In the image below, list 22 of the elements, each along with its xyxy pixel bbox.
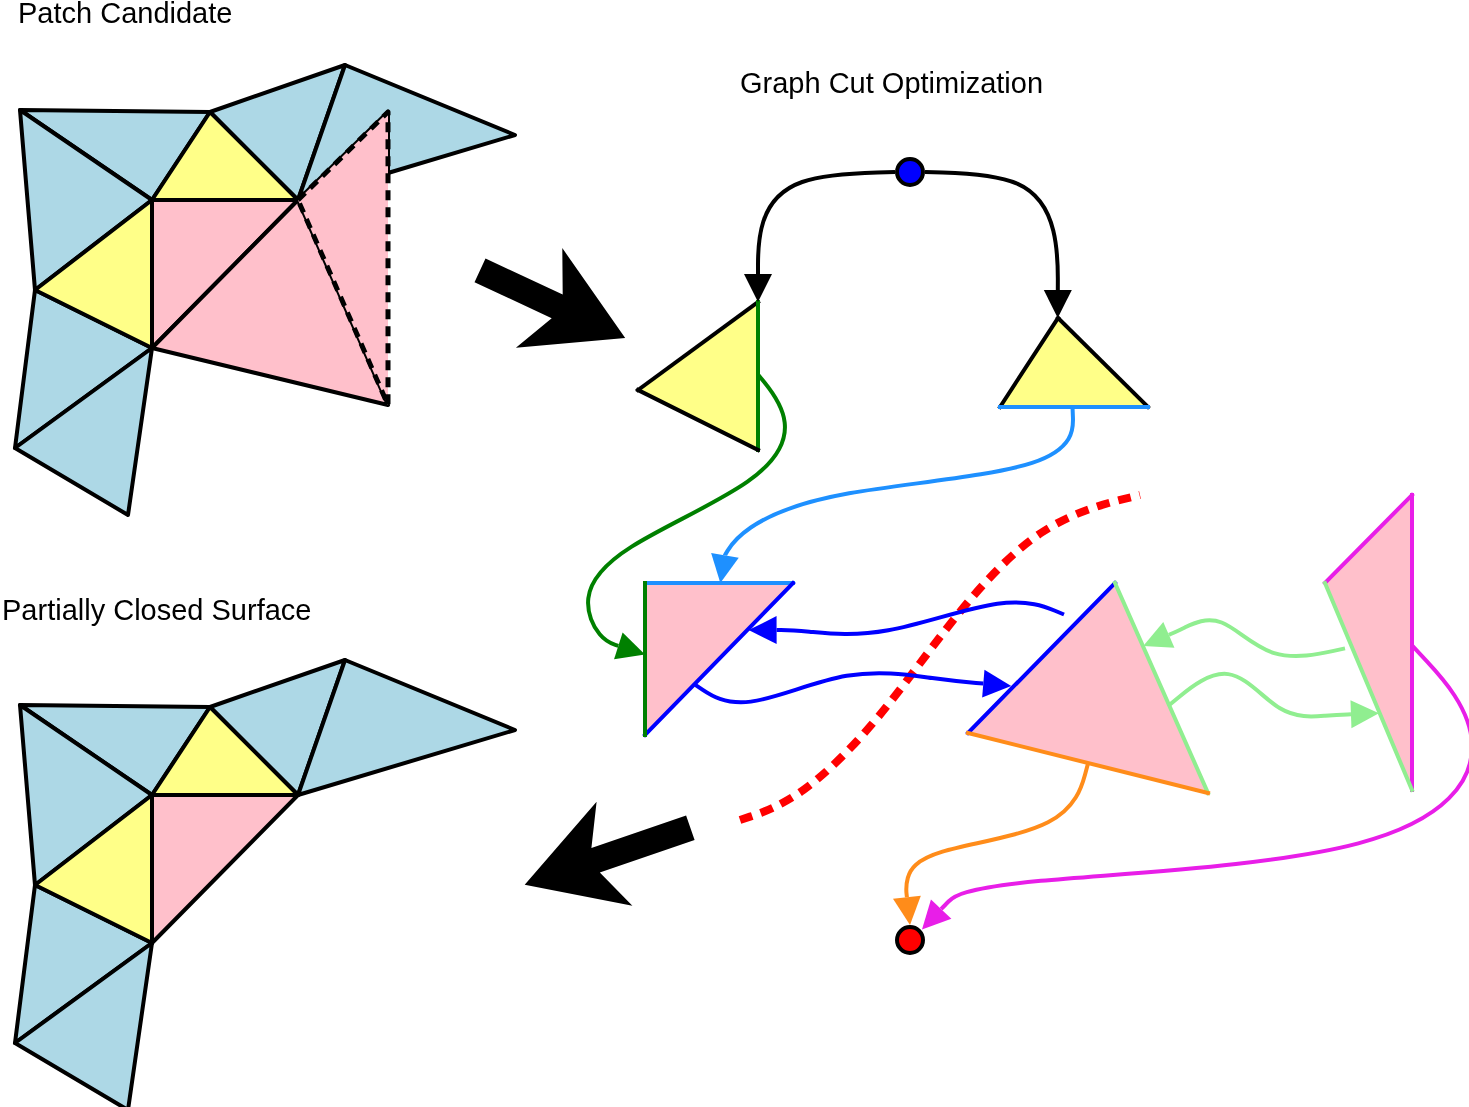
triangle-node (965, 580, 1211, 796)
arrow (524, 801, 695, 906)
triangle-node (635, 299, 761, 453)
panel-title: Graph Cut Optimization (740, 68, 1043, 100)
arrow (893, 763, 1090, 925)
arrow (744, 170, 896, 302)
arrow (474, 248, 626, 348)
arrow (694, 669, 1012, 705)
panel-title: Patch Candidate (18, 0, 233, 30)
arrow (586, 373, 787, 660)
arrow (748, 600, 1065, 645)
arrow (924, 170, 1072, 318)
panel-title: Partially Closed Surface (2, 595, 312, 627)
arrow (922, 644, 1469, 930)
arrow (1143, 618, 1346, 658)
triangle-node (642, 580, 796, 738)
triangle-node (1322, 492, 1415, 793)
arrow (711, 406, 1075, 583)
triangle-node (997, 315, 1151, 410)
graph-terminal-node (892, 154, 928, 190)
arrow (1168, 671, 1379, 729)
graph-terminal-node (892, 922, 928, 958)
